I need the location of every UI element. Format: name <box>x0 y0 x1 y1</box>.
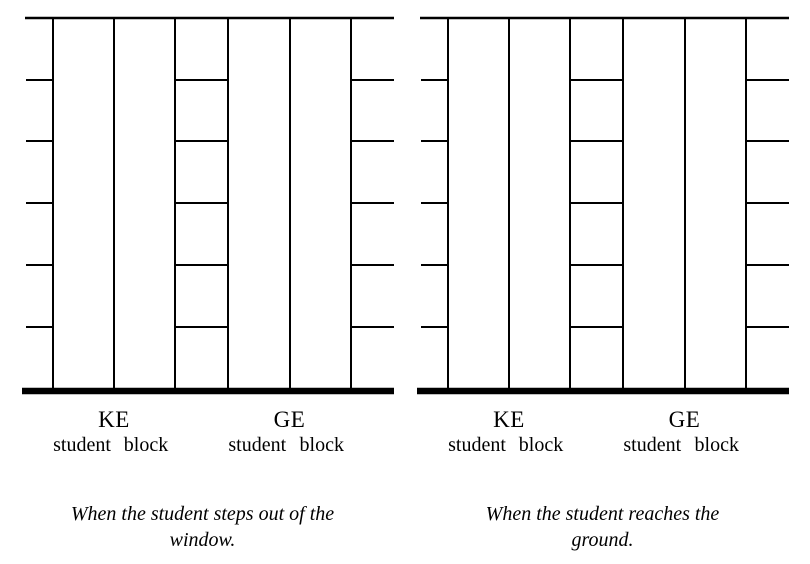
ke-label-text: KE <box>98 407 130 432</box>
ke-block-bar-label: block <box>123 434 169 456</box>
right-axis-ticks <box>351 79 394 328</box>
energy-bar-chart-grid <box>417 16 789 395</box>
ge-block-bar-label: block <box>299 434 344 456</box>
center-scale-rungs <box>175 79 228 328</box>
ke-student-bar-label: student <box>448 434 506 456</box>
ke-group-label: KE <box>53 406 175 433</box>
left-axis-ticks <box>421 79 448 328</box>
energy-bar-chart-grid <box>22 16 394 395</box>
ge-group-label: GE <box>623 406 746 433</box>
panel-caption: When the student steps out of the window… <box>70 503 335 551</box>
ke-bar-labels: student block <box>50 433 178 457</box>
ke-block-bar-label: block <box>518 434 564 456</box>
panel-reaches-ground: KE GE student block student block When t… <box>395 0 810 564</box>
right-axis-ticks <box>746 79 789 328</box>
ge-bar-labels: student block <box>620 433 749 457</box>
ke-student-bar-label: student <box>53 434 111 456</box>
left-axis-ticks <box>26 79 53 328</box>
ge-group-label: GE <box>228 406 351 433</box>
ge-label-text: GE <box>668 407 701 432</box>
ge-student-bar-label: student <box>623 434 682 456</box>
center-scale-rungs <box>570 79 623 328</box>
ke-bar-labels: student block <box>445 433 573 457</box>
panel-steps-out-of-window: KE GE student block student block When t… <box>22 16 394 551</box>
panel-caption: When the student reaches the ground. <box>485 503 720 551</box>
ge-block-bar-label: block <box>694 434 739 456</box>
ke-label-text: KE <box>493 407 525 432</box>
ge-student-bar-label: student <box>228 434 287 456</box>
ge-bar-labels: student block <box>225 433 354 457</box>
ge-label-text: GE <box>273 407 306 432</box>
ke-group-label: KE <box>448 406 570 433</box>
